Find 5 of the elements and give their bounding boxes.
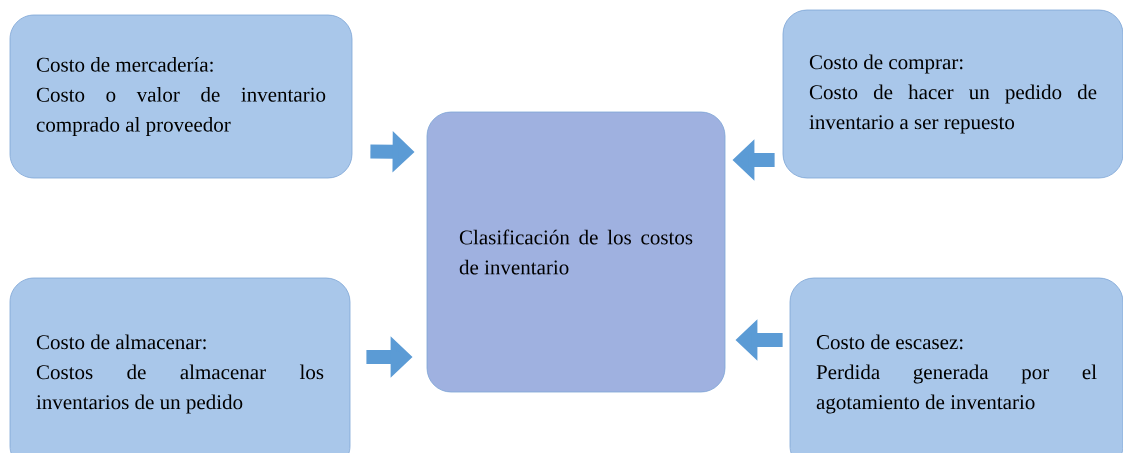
text-box: Costo de comprar: Costo de hacer un pedido de inventario a ser repuesto: [782, 9, 1123, 179]
center-box: Clasificación de los costos de inventario: [426, 111, 726, 393]
text-box: Costo de mercadería: Costo o valor de inventario comprado al proveedor: [9, 14, 353, 179]
text-box: Costo de almacenar: Costos de almacenar los inventarios de un pedido: [9, 277, 351, 453]
text-box: Costo de escasez: Perdida generada por el agotamiento de inventario: [789, 277, 1123, 453]
